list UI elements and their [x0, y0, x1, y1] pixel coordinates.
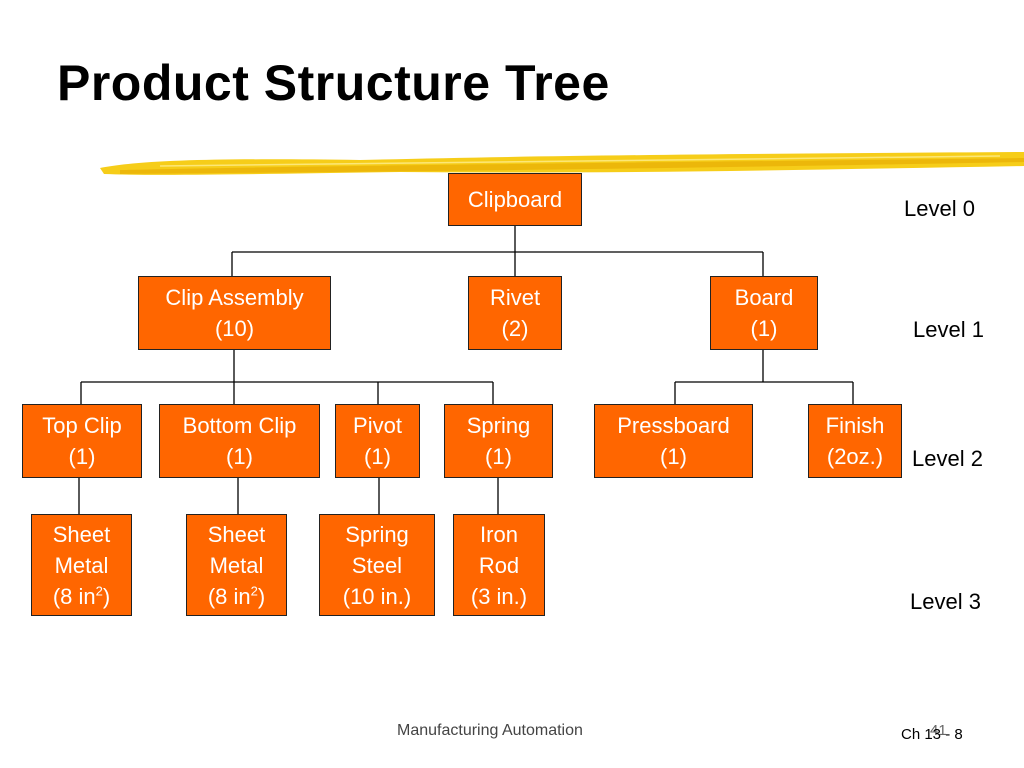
node-quantity: (1)	[750, 316, 778, 341]
node-rivet: Rivet (2)	[468, 276, 562, 350]
node-label-2: Steel	[351, 552, 403, 578]
node-label-2: Metal	[209, 552, 264, 578]
node-quantity: (10 in.)	[342, 583, 412, 609]
node-quantity: (1)	[485, 444, 512, 469]
slide-number: Ch 13 - 8	[901, 726, 963, 743]
node-spring: Spring (1)	[444, 404, 553, 478]
level-1-label: Level 1	[913, 317, 984, 342]
node-bottom-clip: Bottom Clip (1)	[159, 404, 320, 478]
node-label: Board	[734, 285, 794, 310]
node-label: Clip Assembly	[165, 285, 304, 310]
node-label: Top Clip	[42, 413, 122, 438]
ghost-slide-number: 41	[930, 722, 947, 739]
node-label: Sheet	[52, 521, 111, 547]
node-iron-rod: Iron Rod (3 in.)	[453, 514, 545, 616]
node-pivot: Pivot (1)	[335, 404, 420, 478]
node-label: Pressboard	[617, 413, 730, 438]
level-0-label: Level 0	[904, 196, 975, 221]
node-finish: Finish (2oz.)	[808, 404, 902, 478]
node-label: Rivet	[489, 285, 541, 310]
node-label: Pivot	[353, 413, 402, 438]
node-label: Iron	[480, 521, 518, 547]
node-label-2: Rod	[478, 552, 520, 578]
node-label: Clipboard	[467, 187, 563, 212]
node-pressboard: Pressboard (1)	[594, 404, 753, 478]
node-sheet-metal-2: Sheet Metal (8 in2)	[186, 514, 287, 616]
node-top-clip: Top Clip (1)	[22, 404, 142, 478]
node-quantity: (8 in2)	[207, 583, 266, 609]
node-quantity: (2oz.)	[826, 444, 884, 469]
node-board: Board (1)	[710, 276, 818, 350]
node-clip-assembly: Clip Assembly (10)	[138, 276, 331, 350]
node-label: Finish	[825, 413, 885, 438]
node-clipboard: Clipboard	[448, 173, 582, 226]
node-quantity: (1)	[660, 444, 687, 469]
node-quantity: (10)	[214, 316, 255, 341]
node-quantity: (8 in2)	[52, 583, 111, 609]
level-3-label: Level 3	[910, 589, 981, 614]
slide-title: Product Structure Tree	[57, 55, 610, 111]
node-quantity: (2)	[501, 316, 529, 341]
node-sheet-metal-1: Sheet Metal (8 in2)	[31, 514, 132, 616]
node-label: Sheet	[207, 521, 266, 547]
node-quantity: (1)	[68, 444, 96, 469]
node-quantity: (1)	[226, 444, 253, 469]
level-2-label: Level 2	[912, 446, 983, 471]
node-label: Spring	[345, 521, 409, 547]
node-quantity: (1)	[364, 444, 391, 469]
node-label-2: Metal	[54, 552, 109, 578]
footer-text: Manufacturing Automation	[397, 722, 583, 739]
node-quantity: (3 in.)	[470, 583, 528, 609]
node-label: Spring	[466, 413, 531, 438]
node-label: Bottom Clip	[182, 413, 297, 438]
highlighter-stroke	[100, 152, 1024, 175]
node-spring-steel: Spring Steel (10 in.)	[319, 514, 435, 616]
